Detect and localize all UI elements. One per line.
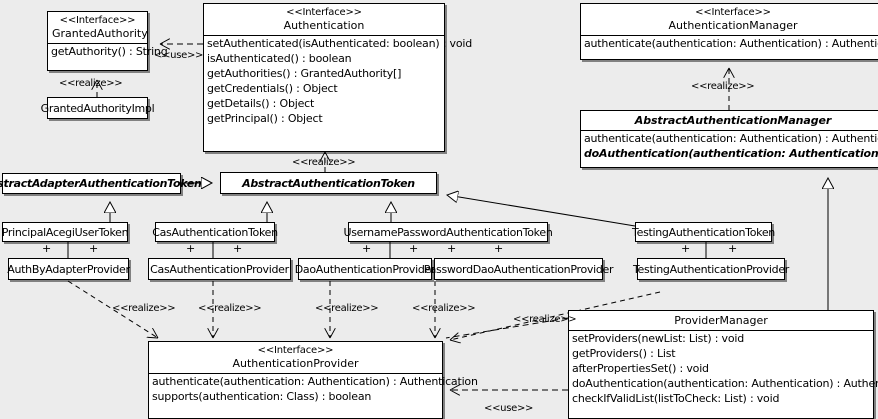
class-abstract-authentication-manager[interactable]: AbstractAuthenticationManager authentica… <box>580 110 878 168</box>
stereotype: <<Interface>> <box>59 15 136 26</box>
operation: authenticate(authentication: Authenticat… <box>584 132 878 145</box>
operation: getAuthorities() : GrantedAuthority[] <box>207 67 402 80</box>
class-authentication-manager[interactable]: <<Interface>> AuthenticationManager auth… <box>580 3 878 60</box>
class-name: ProviderManager <box>674 314 768 327</box>
association-multiplicity-plus: + <box>42 242 52 255</box>
class-cas-authentication-token[interactable]: CasAuthenticationToken <box>152 222 278 242</box>
class-password-dao-authentication-provider[interactable]: PasswordDaoAuthenticationProvider <box>424 258 614 280</box>
edge-label-realize-cas-authentication-provider: <<realize>> <box>198 303 262 314</box>
class-header: <<Interface>> Authentication <box>204 4 444 35</box>
operation: getProviders() : List <box>572 347 676 360</box>
class-username-password-authentication-token[interactable]: UsernamePasswordAuthenticationToken <box>344 222 553 242</box>
class-abstract-authentication-token[interactable]: AbstractAuthenticationToken <box>220 172 437 194</box>
edge-label-realize-granted-authority-impl: <<realize>> <box>59 78 123 89</box>
operation: supports(authentication: Class) : boolea… <box>152 390 372 403</box>
operation: doAuthentication(authentication: Authent… <box>572 377 878 390</box>
edge-label-use-provider-manager: <<use>> <box>484 403 534 414</box>
class-name: TestingAuthenticationToken <box>632 225 775 239</box>
class-testing-authentication-provider[interactable]: TestingAuthenticationProvider <box>633 258 789 280</box>
association-multiplicity-plus: + <box>233 242 243 255</box>
association-multiplicity-plus: + <box>728 242 738 255</box>
class-name: PrincipalAcegiUserToken <box>1 225 129 239</box>
edge-label-realize-auth-by-adapter-provider: <<realize>> <box>112 303 176 314</box>
operations-compartment: setAuthenticated(isAuthenticated: boolea… <box>204 35 473 126</box>
operation: setProviders(newList: List) : void <box>572 332 744 345</box>
operation: doAuthentication(authentication: Authent… <box>584 147 878 160</box>
class-name: CasAuthenticationToken <box>152 225 278 239</box>
class-name: AbstractAuthenticationToken <box>242 176 415 190</box>
association-multiplicity-plus: + <box>681 242 691 255</box>
class-granted-authority[interactable]: <<Interface>> GrantedAuthority getAuthor… <box>47 11 168 71</box>
class-header: ProviderManager <box>569 311 873 330</box>
operation: setAuthenticated(isAuthenticated: boolea… <box>207 37 473 50</box>
class-authentication[interactable]: <<Interface>> Authentication setAuthenti… <box>203 3 473 152</box>
operation: afterPropertiesSet() : void <box>572 362 709 375</box>
class-name: GrantedAuthority <box>52 27 148 40</box>
operation: checkIfValidList(listToCheck: List) : vo… <box>572 392 780 405</box>
association-multiplicity-plus: + <box>409 242 419 255</box>
stereotype: <<Interface>> <box>286 7 362 18</box>
class-header: AbstractAuthenticationManager <box>581 111 878 130</box>
stereotype: <<Interface>> <box>257 345 334 356</box>
class-auth-by-adapter-provider[interactable]: AuthByAdapterProvider <box>7 258 130 280</box>
operations-compartment: setProviders(newList: List) : void getPr… <box>569 330 878 406</box>
edge-label-realize-abstract-authentication-manager: <<realize>> <box>691 81 755 92</box>
class-granted-authority-impl[interactable]: GrantedAuthorityImpl <box>41 97 155 119</box>
edge-label-realize-provider-manager: <<realize>> <box>513 314 577 325</box>
operation: authenticate(authentication: Authenticat… <box>152 375 478 388</box>
edge-label-realize-password-dao-authentication-provider: <<realize>> <box>412 303 476 314</box>
operations-compartment: getAuthority() : String <box>48 43 168 59</box>
association-multiplicity-plus: + <box>186 242 196 255</box>
edge-label-realize-dao-authentication-provider: <<realize>> <box>315 303 379 314</box>
class-name: CasAuthenticationProvider <box>150 262 289 276</box>
class-name: GrantedAuthorityImpl <box>40 101 155 115</box>
class-authentication-provider[interactable]: <<Interface>> AuthenticationProvider aut… <box>148 341 478 419</box>
class-name: TestingAuthenticationProvider <box>633 262 790 276</box>
class-header: <<Interface>> AuthenticationManager <box>581 4 878 35</box>
class-name: AuthenticationProvider <box>232 357 359 370</box>
association-multiplicity-plus: + <box>494 242 504 255</box>
class-name: AbstractAdapterAuthenticationToken <box>0 177 202 190</box>
class-cas-authentication-provider[interactable]: CasAuthenticationProvider <box>148 258 291 280</box>
operation: authenticate(authentication: Authenticat… <box>584 37 878 50</box>
class-name: AuthByAdapterProvider <box>7 262 130 276</box>
class-name: AuthenticationManager <box>668 19 798 32</box>
association-multiplicity-plus: + <box>362 242 372 255</box>
association-multiplicity-plus: + <box>89 242 99 255</box>
operations-compartment: authenticate(authentication: Authenticat… <box>581 35 878 51</box>
operation: getAuthority() : String <box>51 45 168 58</box>
class-name: AbstractAuthenticationManager <box>634 114 832 127</box>
class-header: <<Interface>> AuthenticationProvider <box>149 342 442 373</box>
class-provider-manager[interactable]: ProviderManager setProviders(newList: Li… <box>568 310 878 419</box>
operation: isAuthenticated() : boolean <box>207 52 352 65</box>
operation: getPrincipal() : Object <box>207 112 323 125</box>
class-dao-authentication-provider[interactable]: DaoAuthenticationProvider <box>294 258 436 280</box>
class-header: <<Interface>> GrantedAuthority <box>48 12 148 43</box>
class-name: PasswordDaoAuthenticationProvider <box>423 262 614 276</box>
class-testing-authentication-token[interactable]: TestingAuthenticationToken <box>632 222 775 242</box>
operation: getCredentials() : Object <box>207 82 338 95</box>
edge-label-realize-abstract-authentication-token: <<realize>> <box>292 157 356 168</box>
class-principal-acegi-user-token[interactable]: PrincipalAcegiUserToken <box>1 222 129 242</box>
operations-compartment: authenticate(authentication: Authenticat… <box>581 130 878 161</box>
stereotype: <<Interface>> <box>695 7 771 18</box>
class-name: DaoAuthenticationProvider <box>294 262 436 276</box>
class-name: Authentication <box>283 19 365 32</box>
operation: getDetails() : Object <box>207 97 315 110</box>
operations-compartment: authenticate(authentication: Authenticat… <box>149 373 478 404</box>
class-name: UsernamePasswordAuthenticationToken <box>343 225 553 239</box>
association-multiplicity-plus: + <box>447 242 457 255</box>
class-abstract-adapter-authentication-token[interactable]: AbstractAdapterAuthenticationToken <box>0 173 202 194</box>
edge-label-use-authentication-granted-authority: <<use>> <box>154 50 204 61</box>
